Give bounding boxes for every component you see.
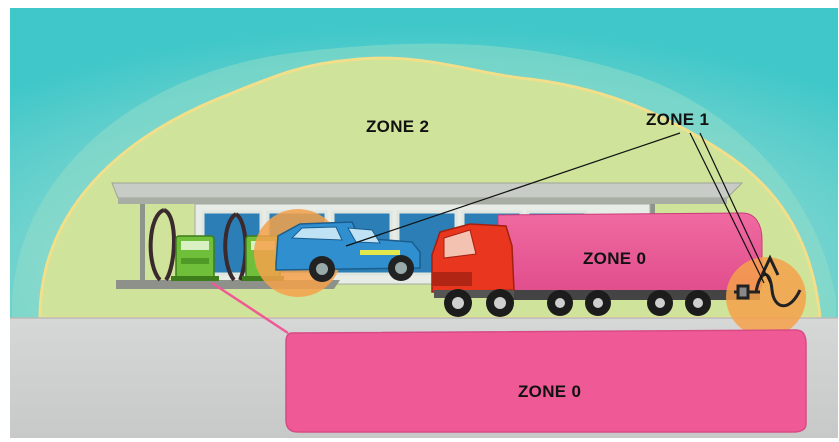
zone-1-leader-lines xyxy=(345,132,771,284)
zone-1-circle-fill-point xyxy=(726,257,806,337)
zone-2-label: ZONE 2 xyxy=(366,117,430,136)
tanker-truck-icon xyxy=(431,212,763,317)
zone-1-label: ZONE 1 xyxy=(646,110,710,129)
zone-0-underground-tank xyxy=(285,329,807,433)
jeep-icon xyxy=(275,221,421,282)
fuel-pump-icon xyxy=(171,235,219,281)
zone-0-tanker-label: ZONE 0 xyxy=(583,249,647,268)
zone-0-underground-label: ZONE 0 xyxy=(518,382,582,401)
underground-link-line xyxy=(211,281,289,335)
fill-hose-icon xyxy=(734,254,802,308)
